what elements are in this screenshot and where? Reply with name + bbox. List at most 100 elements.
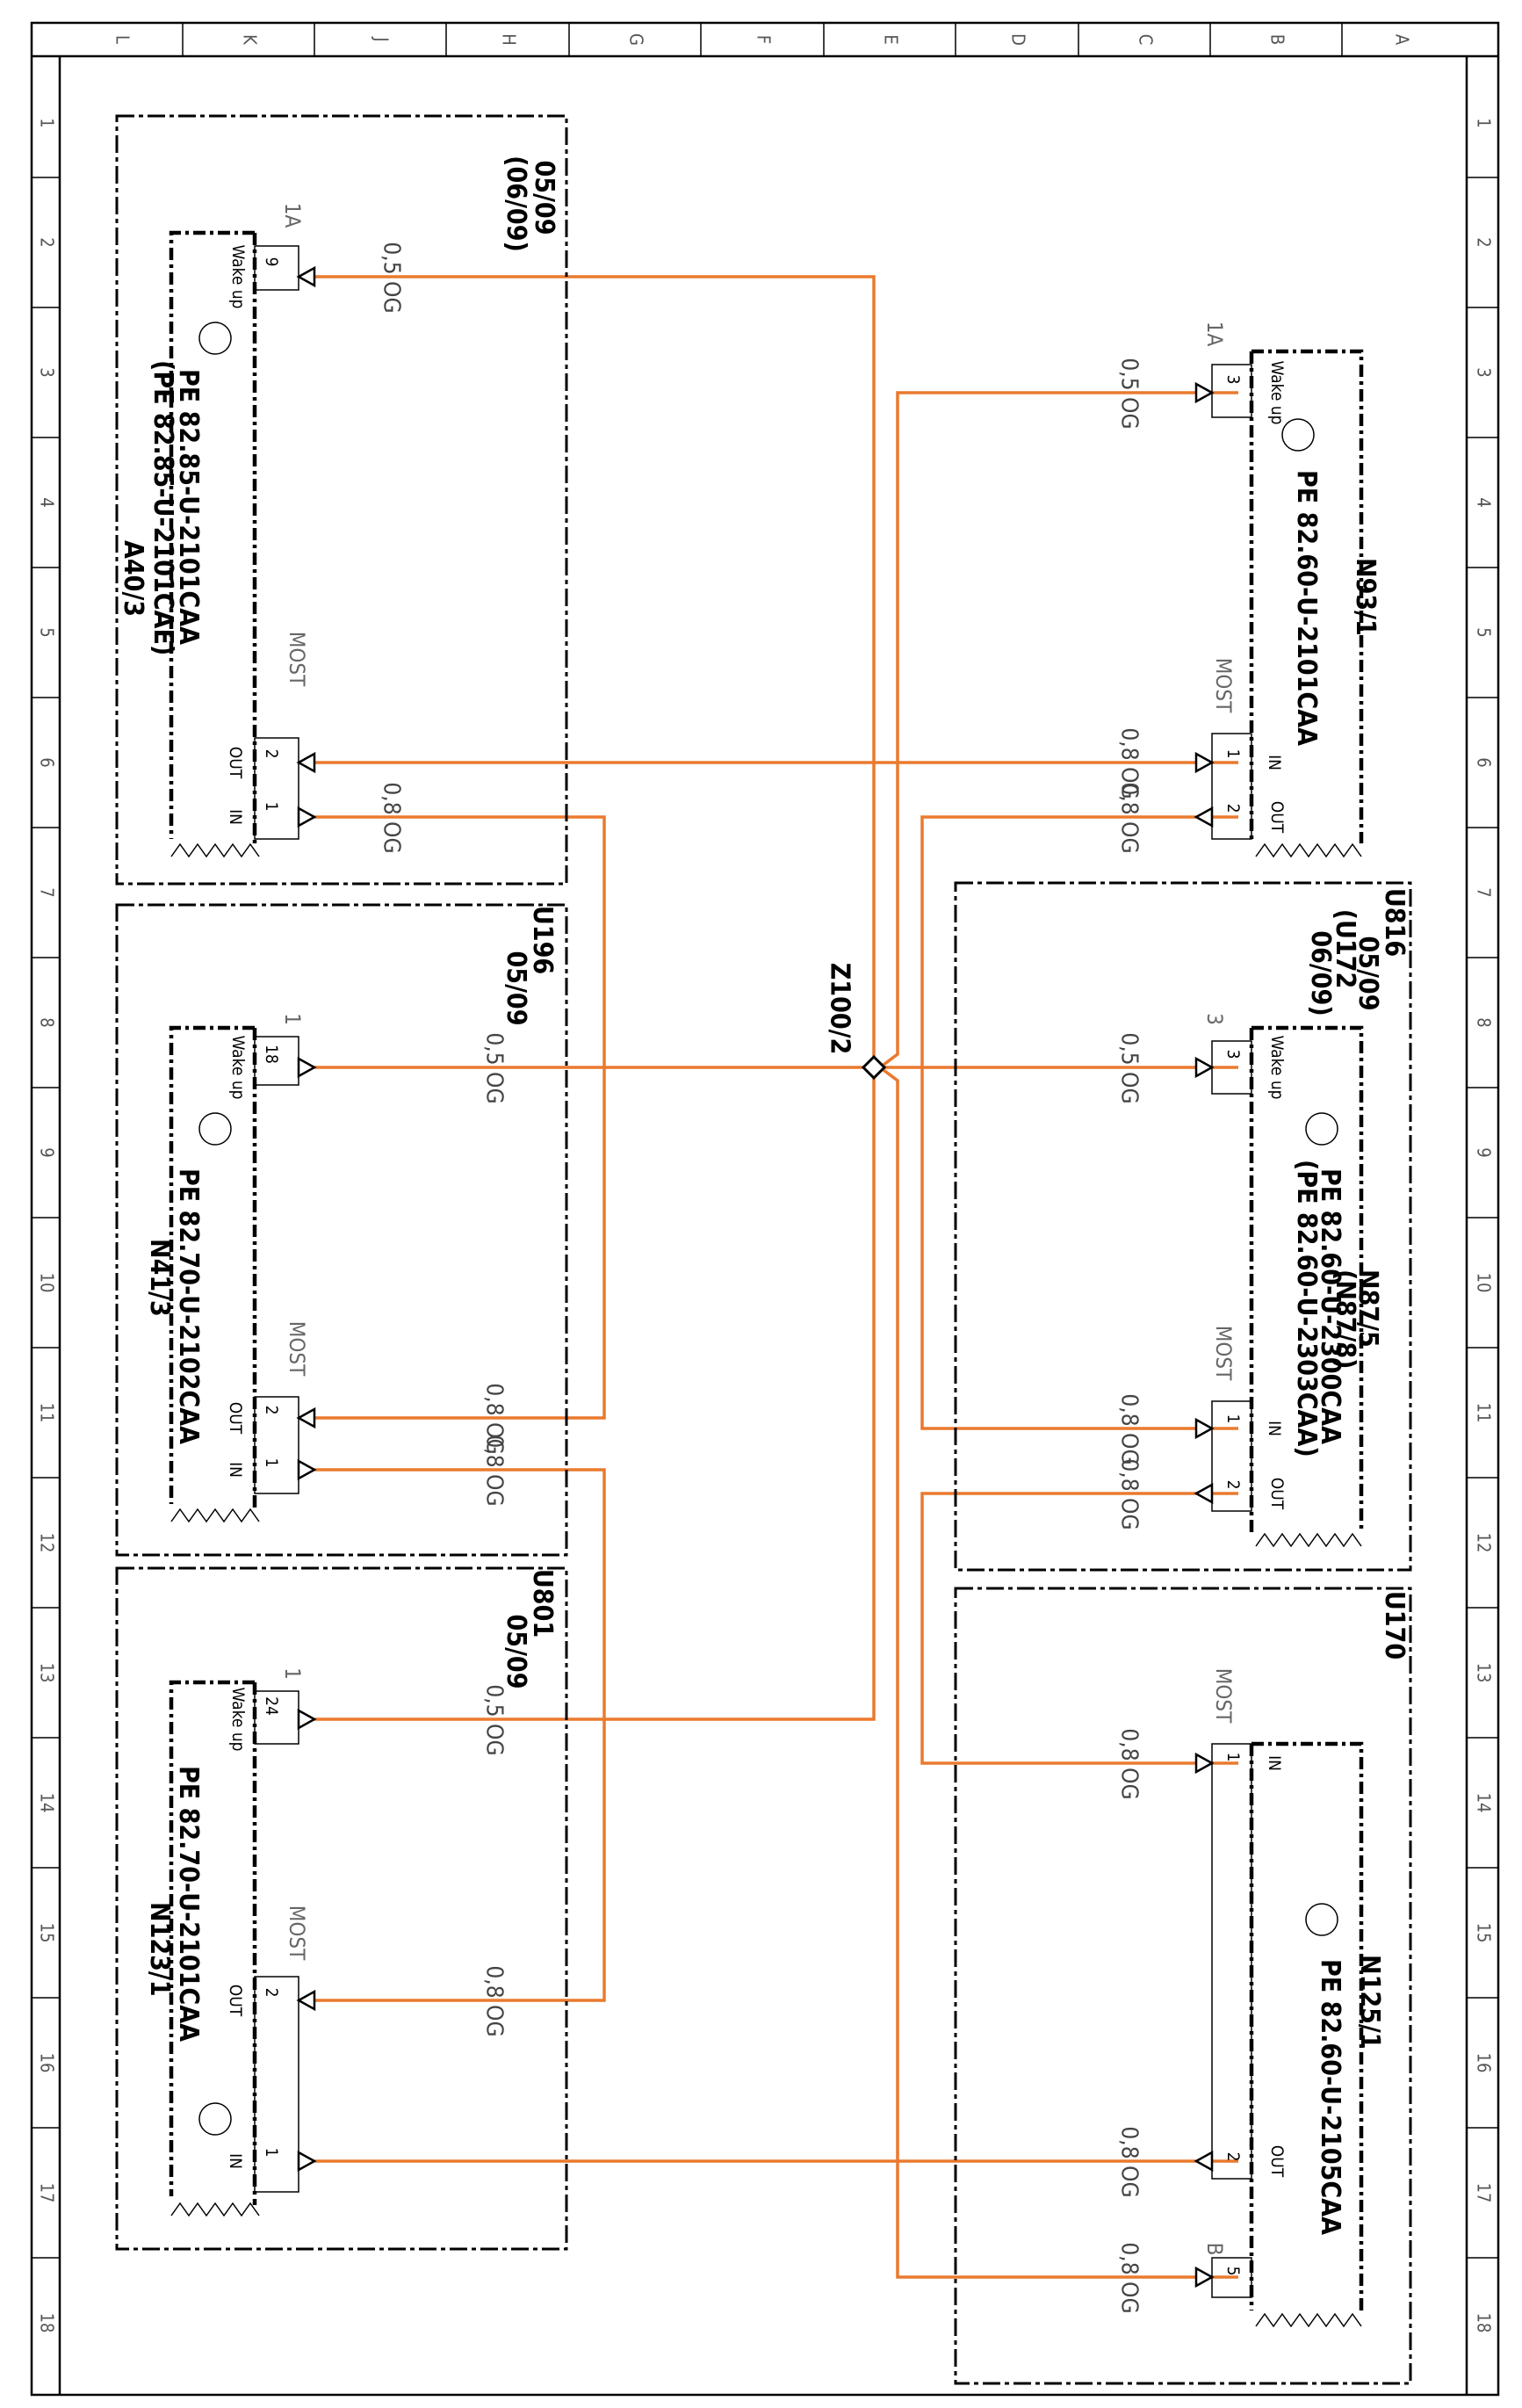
col-letter-H: H <box>499 33 520 46</box>
n125-in-label: IN <box>1265 1755 1284 1771</box>
col-letter-G: G <box>626 33 647 46</box>
row-num-right-11: 11 <box>1474 1403 1495 1423</box>
n123-most-connector <box>254 1976 299 2193</box>
n93-in-wire: 0,8 OG <box>1116 727 1143 799</box>
n41-in-label: IN <box>226 1462 245 1478</box>
wire-a40-in-n41-out <box>299 815 606 1420</box>
n41-wake-label: Wake up <box>228 1035 248 1099</box>
n125-most-label: MOST <box>1211 1668 1236 1724</box>
row-num-right-3: 3 <box>1474 367 1495 377</box>
n123-wake-wire: 0,5 OG <box>481 1684 508 1755</box>
n93-in-arrow-icon <box>1194 751 1215 774</box>
n41-wake-pin: 18 <box>262 1045 281 1064</box>
n87-unit: U816 <box>1379 888 1410 957</box>
splice-z100-2: Z100/2 <box>825 963 887 1081</box>
sheet-frame: L K J H G F E D C B A 1 2 3 4 5 6 7 8 9 … <box>30 21 1500 2397</box>
n123-in-pin: 1 <box>262 2148 281 2158</box>
row-num-left-13: 13 <box>37 1663 58 1683</box>
n87-group-3: 06/09) <box>1305 930 1336 1016</box>
a40-wake-arrow-icon <box>296 265 316 288</box>
component-n93-1: 1A 3 Wake up 0,5 OG PE 82.60-U-2101CAA N… <box>1116 322 1381 858</box>
n41-out-arrow-icon <box>296 1406 316 1429</box>
a40-wake-pin: 9 <box>262 257 281 267</box>
n41-wake-wire: 0,5 OG <box>481 1032 508 1103</box>
row-num-right-14: 14 <box>1474 1793 1495 1813</box>
n93-wake-connector <box>1211 364 1252 418</box>
n125-ref-1: PE 82.60-U-2105CAA <box>1315 1959 1345 2235</box>
n87-id: N87/5 <box>1352 1269 1383 1348</box>
n125-out-label: OUT <box>1267 2145 1287 2178</box>
n93-in-pin: 1 <box>1223 749 1243 759</box>
n125-b-pin: 5 <box>1223 2267 1243 2276</box>
splice-label: Z100/2 <box>825 963 855 1055</box>
row-num-right-12: 12 <box>1474 1533 1495 1553</box>
row-num-left-9: 9 <box>37 1147 58 1157</box>
a40-break-mark <box>170 842 260 858</box>
n125-in-arrow-icon <box>1194 1752 1215 1775</box>
row-num-left-1: 1 <box>37 118 58 127</box>
n125-b-arrow-icon <box>1194 2266 1215 2289</box>
n41-wake-arrow-icon <box>297 1056 317 1079</box>
n41-transistor-icon <box>198 1112 232 1146</box>
row-num-left-2: 2 <box>37 237 58 247</box>
n93-wake-label: Wake up <box>1267 360 1287 424</box>
n41-in-wire: 0,8 OG <box>481 1435 508 1506</box>
row-num-right-7: 7 <box>1474 887 1495 897</box>
n87-wake-arrow-icon <box>1194 1056 1215 1079</box>
n87-ref-2: (PE 82.60-U-2303CAA) <box>1291 1160 1322 1457</box>
zone-box-a40 <box>115 114 568 886</box>
col-letter-J: J <box>371 36 393 41</box>
n123-in-arrow-icon <box>297 2150 317 2173</box>
n125-b-wire: 0,8 OG <box>1116 2242 1143 2313</box>
n41-unit: U196 <box>527 906 558 974</box>
a40-wake-conn: 1A <box>280 203 305 228</box>
n123-wake-label: Wake up <box>228 1687 248 1751</box>
row-num-right-8: 8 <box>1474 1017 1495 1027</box>
n123-out-label: OUT <box>226 1985 245 2017</box>
n125-break-mark <box>1255 2312 1362 2328</box>
row-num-right-6: 6 <box>1474 757 1495 767</box>
n87-wake-wire: 0,5 OG <box>1116 1032 1143 1103</box>
a40-in-pin: 1 <box>262 802 281 812</box>
n93-id: N93/1 <box>1350 558 1381 636</box>
n87-out-label: OUT <box>1267 1478 1287 1510</box>
n87-out-arrow-icon <box>1194 1482 1214 1505</box>
a40-most-label: MOST <box>285 632 309 687</box>
n93-break-mark <box>1255 842 1362 858</box>
row-num-left-6: 6 <box>37 757 58 767</box>
n125-in-wire: 0,8 OG <box>1116 1728 1143 1799</box>
n123-transistor-icon <box>198 2102 232 2136</box>
row-num-left-18: 18 <box>37 2313 58 2333</box>
n93-out-label: OUT <box>1267 801 1287 834</box>
a40-ref-1: PE 82.85-U-2101CAA <box>173 369 204 645</box>
component-a40-3: 05/09 (06/09) 1A 9 Wake up 0,5 OG PE 82.… <box>115 114 568 886</box>
n123-group-1: 05/09 <box>501 1615 531 1689</box>
a40-transistor-icon <box>198 322 232 355</box>
n41-wake-conn: 1 <box>280 1013 305 1025</box>
n87-group-1: 05/09 <box>1352 936 1383 1011</box>
zone-box-n87 <box>954 881 1412 1572</box>
row-num-left-3: 3 <box>37 367 58 377</box>
n123-wake-arrow-icon <box>297 1708 317 1731</box>
n41-out-label: OUT <box>226 1402 245 1435</box>
n93-out-pin: 2 <box>1223 804 1243 814</box>
row-num-left-16: 16 <box>37 2053 58 2073</box>
n123-id: N123/1 <box>144 1902 175 1997</box>
n125-out-arrow-icon <box>1194 2150 1214 2173</box>
n123-out-wire: 0,8 OG <box>481 1965 508 2036</box>
row-num-left-15: 15 <box>37 1923 58 1943</box>
a40-group-1: 05/09 <box>529 161 559 235</box>
n123-wake-pin: 24 <box>262 1696 281 1716</box>
component-n123-1: U801 05/09 1 24 Wake up 0,5 OG PE 82.70-… <box>115 1566 568 2251</box>
n87-transistor-icon <box>1305 1112 1338 1146</box>
row-num-left-11: 11 <box>37 1403 58 1423</box>
n87-wake-pin: 3 <box>1223 1050 1243 1059</box>
a40-id: A40/3 <box>118 540 148 617</box>
n87-out-pin: 2 <box>1223 1480 1243 1490</box>
n93-wake-arrow-icon <box>1194 381 1215 404</box>
wire-n93-out-n87-in <box>920 815 1238 1430</box>
n87-out-wire: 0,8 OG <box>1116 1458 1143 1529</box>
a40-out-pin: 2 <box>262 749 281 759</box>
zone-box-n125 <box>954 1587 1412 2385</box>
